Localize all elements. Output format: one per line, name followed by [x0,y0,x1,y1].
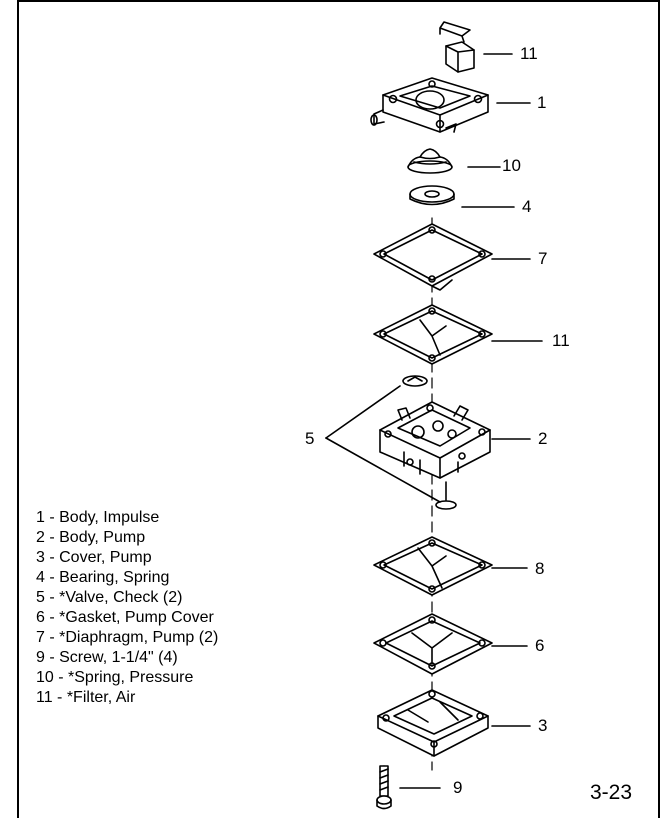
leader-lines [325,53,543,789]
callout-11-filter: 11 [520,44,538,63]
pump-diaphragm-part [373,223,493,291]
screw-part [376,765,392,810]
pump-diaphragm-2-part [373,536,493,596]
legend-item: 9 - Screw, 1-1/4" (4) [36,649,178,666]
retaining-clip [439,21,471,43]
legend-item: 1 - Body, Impulse [36,509,160,526]
callout-10-spring: 10 [502,156,521,175]
check-valve-bottom-part [435,481,457,510]
pressure-spring-part [407,148,453,174]
parts-legend: 1 - Body, Impulse 2 - Body, Pump 3 - Cov… [36,508,218,708]
legend-item: 6 - *Gasket, Pump Cover [36,609,214,626]
callout-7-diaphragm: 7 [538,249,548,268]
callout-1-impulse-body: 1 [537,93,547,112]
pump-cover-part [377,689,489,757]
pump-cover-gasket-part [373,613,493,675]
impulse-body-part [370,77,489,133]
pump-body-part [379,401,491,479]
callout-4-bearing: 4 [522,197,532,216]
legend-item: 3 - Cover, Pump [36,549,152,566]
check-valve-top-part [402,375,428,387]
callout-11-gasket: 11 [552,331,570,350]
callout-5-valve: 5 [305,429,315,448]
callout-6-gasket: 6 [535,636,545,655]
figure-number: 3-23 [590,781,633,804]
callout-8-diaphragm: 8 [535,559,545,578]
legend-item: 4 - Bearing, Spring [36,569,170,586]
filter-gasket-part [373,304,493,365]
legend-item: 7 - *Diaphragm, Pump (2) [36,629,219,646]
air-filter-part [445,41,475,73]
legend-item: 10 - *Spring, Pressure [36,669,194,686]
callout-9-screw: 9 [453,778,463,797]
callout-3-cover: 3 [538,716,548,735]
legend-item: 11 - *Filter, Air [36,689,136,706]
spring-bearing-part [409,185,455,206]
legend-item: 5 - *Valve, Check (2) [36,589,183,606]
legend-item: 2 - Body, Pump [36,529,146,546]
diagram-frame [17,0,660,818]
callout-2-pump-body: 2 [538,429,548,448]
